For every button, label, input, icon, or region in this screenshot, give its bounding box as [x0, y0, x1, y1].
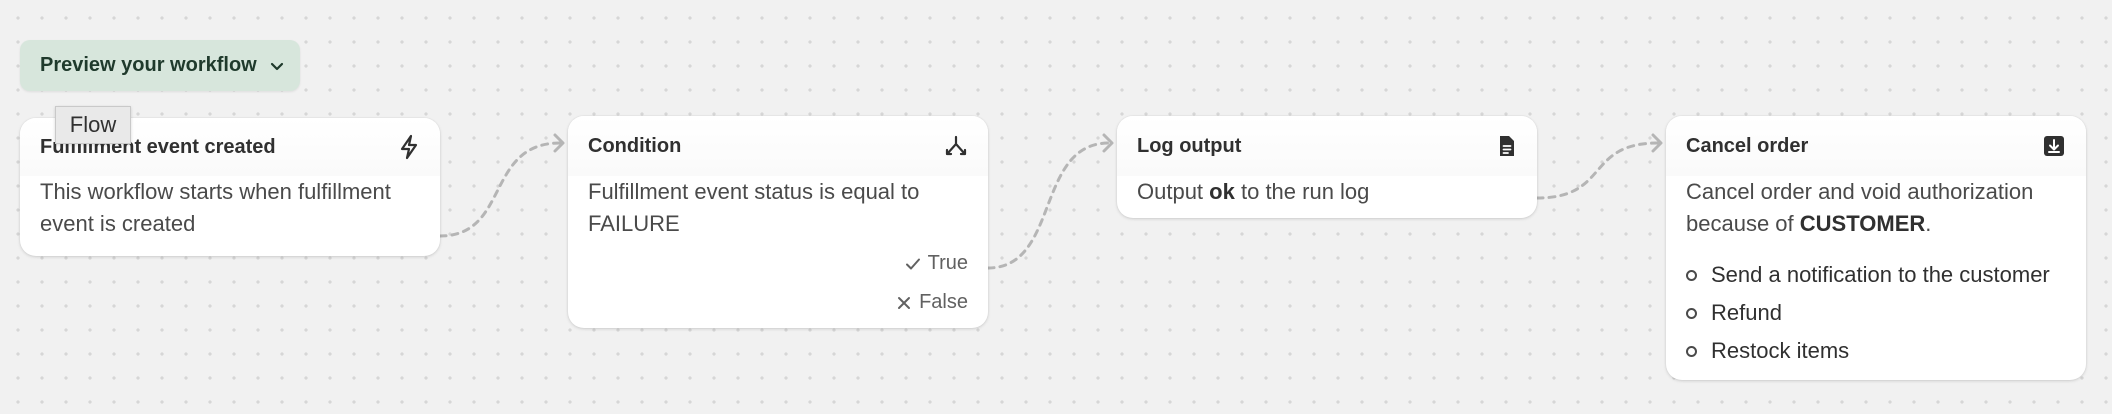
- list-item: Send a notification to the customer: [1686, 256, 2066, 294]
- circle-icon: [1686, 307, 1697, 319]
- card-title: Cancel order: [1686, 134, 1809, 157]
- list-item: Refund: [1686, 294, 2066, 332]
- action-label: Send a notification to the customer: [1711, 262, 2050, 287]
- connector-log-cancel: [1535, 141, 1660, 200]
- cancel-reason: CUSTOMER: [1799, 211, 1926, 236]
- cancel-text-before: Cancel order and void authorization beca…: [1686, 179, 2034, 236]
- close-icon: [895, 294, 913, 312]
- log-text-before: Output: [1137, 179, 1204, 204]
- connector-condition-log: [986, 141, 1111, 270]
- list-item: Restock items: [1686, 332, 2066, 370]
- condition-value: FAILURE: [588, 211, 680, 236]
- tooltip: Flow: [55, 106, 131, 144]
- log-text-after: to the run log: [1240, 179, 1370, 204]
- cancel-text-after: .: [1925, 211, 1932, 236]
- action-list: Send a notification to the customer Refu…: [1666, 256, 2086, 370]
- arrowhead-icon: [1102, 133, 1114, 153]
- connector-trigger-condition: [438, 141, 562, 238]
- card-description: Cancel order and void authorization beca…: [1666, 176, 2086, 240]
- branch-false-label: False: [919, 291, 968, 313]
- log-value: ok: [1209, 179, 1235, 204]
- card-header: Cancel order: [1666, 116, 2086, 176]
- condition-card[interactable]: Condition Fulfillment event status is eq…: [568, 116, 988, 328]
- branch-icon: [944, 134, 968, 158]
- card-description: Output ok to the run log: [1117, 176, 1537, 208]
- card-title: Log output: [1137, 134, 1242, 157]
- log-output-card[interactable]: Log output Output ok to the run log: [1117, 116, 1537, 218]
- lightning-bolt-icon: [398, 134, 420, 160]
- card-header: Condition: [568, 116, 988, 176]
- card-header: Log output: [1117, 116, 1537, 176]
- card-description: Fulfillment event status is equal to FAI…: [568, 176, 988, 240]
- circle-icon: [1686, 269, 1697, 281]
- circle-icon: [1686, 345, 1697, 357]
- action-label: Restock items: [1711, 338, 1850, 363]
- chevron-down-icon: [269, 58, 285, 74]
- preview-workflow-button[interactable]: Preview your workflow: [20, 40, 300, 91]
- action-label: Refund: [1711, 300, 1782, 325]
- cancel-order-card[interactable]: Cancel order Cancel order and void autho…: [1666, 116, 2086, 380]
- branch-true: True: [904, 252, 968, 275]
- preview-workflow-label: Preview your workflow: [40, 54, 257, 76]
- card-description: This workflow starts when fulfillment ev…: [40, 179, 391, 236]
- arrowhead-icon: [1651, 133, 1663, 153]
- card-title: Condition: [588, 134, 682, 157]
- document-icon: [1497, 134, 1517, 158]
- checkmark-icon: [904, 255, 922, 273]
- branch-true-label: True: [927, 252, 968, 274]
- branch-false: False: [895, 291, 968, 314]
- download-icon: [2042, 134, 2066, 158]
- arrowhead-icon: [553, 133, 565, 153]
- condition-text: Fulfillment event status is equal to: [588, 179, 920, 204]
